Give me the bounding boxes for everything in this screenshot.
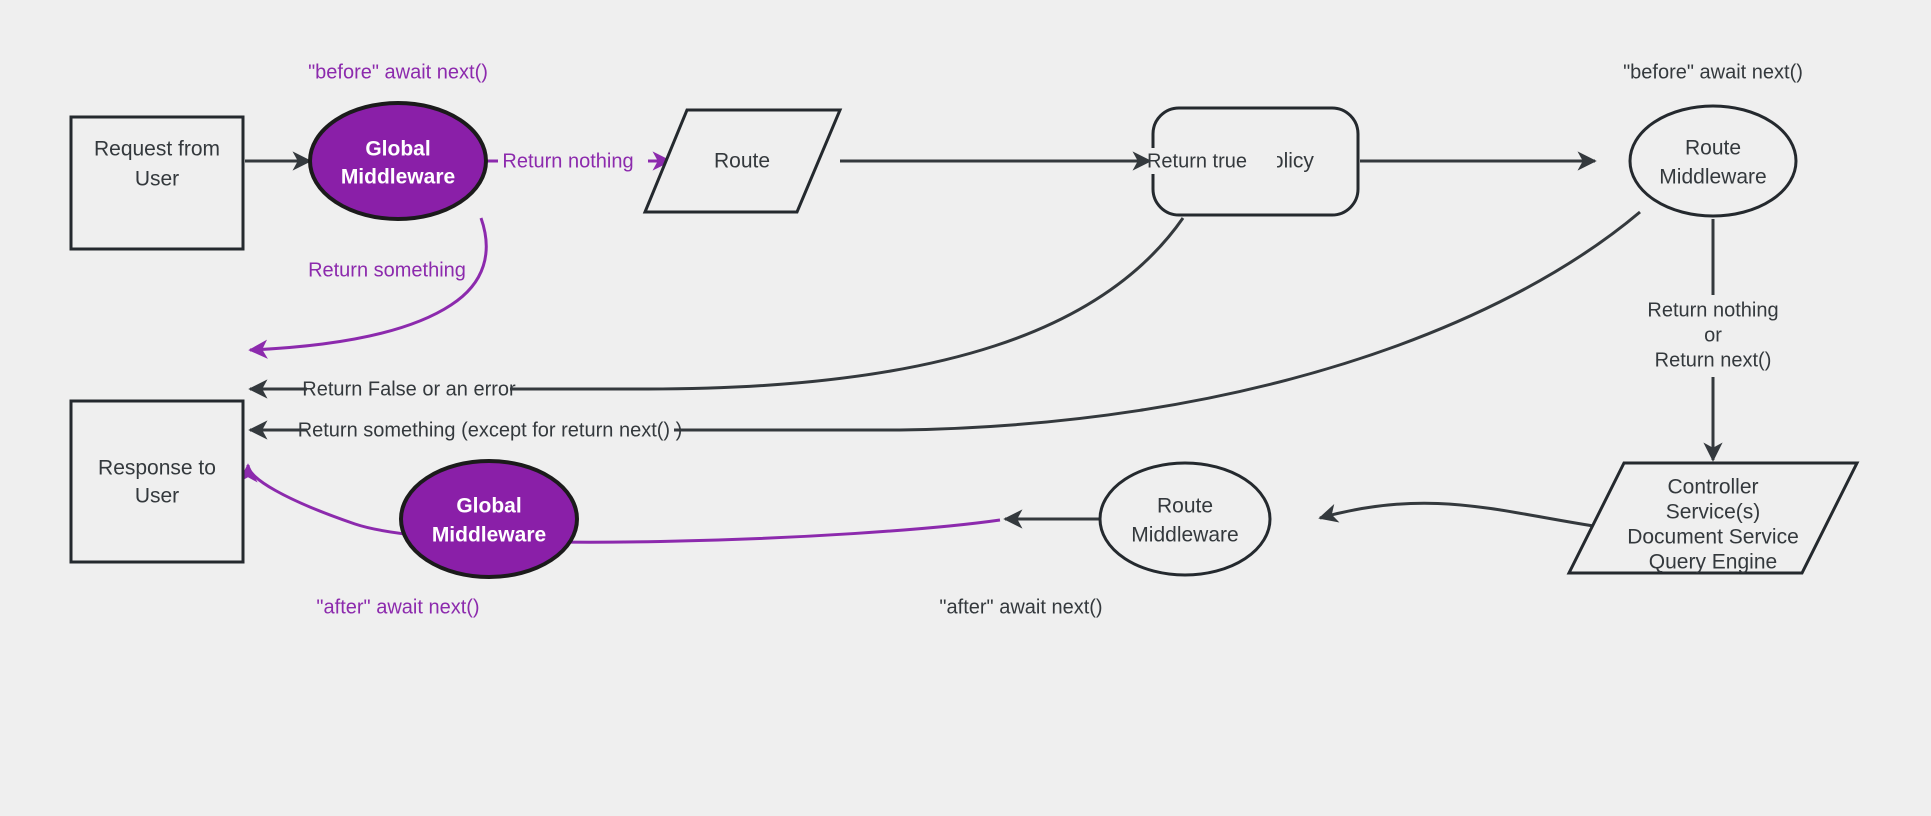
phase-label-after-global: "after" await next() — [316, 596, 479, 618]
return-something-text: Return something — [308, 259, 466, 281]
controller-label-line4: Query Engine — [1649, 551, 1777, 574]
node-route[interactable]: Route — [642, 108, 843, 214]
route-label: Route — [714, 150, 770, 173]
node-request-from-user[interactable]: Request from User — [69, 115, 245, 251]
route-middleware-after-shape — [1098, 461, 1272, 577]
request-box-shape — [69, 115, 245, 251]
node-route-middleware-before[interactable]: Route Middleware — [1628, 104, 1798, 218]
global-middleware-after-label-line1: Global — [456, 495, 521, 518]
edge-label-return-nothing-or-next: Return nothing or Return next() — [1620, 295, 1810, 377]
edge-global-middleware-after-to-response — [238, 463, 1001, 544]
response-label-line1: Response to — [98, 457, 216, 480]
edge-controller-to-route-middleware-after — [1318, 501, 1601, 529]
global-middleware-before-label-line2: Middleware — [341, 166, 455, 189]
request-label-line2: User — [135, 168, 179, 191]
global-middleware-after-shape — [399, 459, 579, 579]
response-box-shape — [69, 399, 245, 564]
request-label-line1: Request from — [94, 138, 220, 161]
node-response-to-user[interactable]: Response to User — [69, 399, 245, 564]
controller-label-line2: Service(s) — [1666, 501, 1761, 524]
return-true-text: Return true — [1147, 150, 1247, 172]
route-middleware-before-label-line1: Route — [1685, 137, 1741, 160]
controller-shape — [1566, 461, 1860, 575]
node-global-middleware-after[interactable]: Global Middleware — [399, 459, 579, 579]
edge-route-policy-to-response — [248, 217, 1185, 399]
edge-label-return-something: Return something — [308, 258, 468, 284]
edge-global-middleware-to-response — [248, 217, 488, 359]
return-something-except-text: Return something (except for return next… — [298, 419, 683, 441]
global-middleware-before-shape — [308, 101, 488, 221]
global-middleware-before-label-line1: Global — [365, 138, 430, 161]
response-label-line2: User — [135, 485, 179, 508]
phase-label-after-route: "after" await next() — [939, 596, 1102, 618]
return-nothing-or-next-line2: or — [1704, 324, 1722, 346]
edge-route-middleware-to-response — [248, 210, 1641, 440]
node-controller-services[interactable]: Controller Service(s) Document Service Q… — [1566, 461, 1860, 575]
return-nothing-or-next-line1: Return nothing — [1647, 299, 1778, 321]
edge-label-return-nothing: Return nothing — [498, 148, 648, 174]
route-middleware-after-label-line1: Route — [1157, 495, 1213, 518]
return-false-or-error-text: Return False or an error — [302, 378, 516, 400]
node-route-middleware-after[interactable]: Route Middleware — [1098, 461, 1272, 577]
edge-label-return-false-or-error: Return False or an error — [302, 377, 516, 403]
node-global-middleware-before[interactable]: Global Middleware — [308, 101, 488, 221]
edge-label-return-true: Return true — [1147, 148, 1277, 174]
edge-label-return-something-except: Return something (except for return next… — [298, 418, 683, 444]
phase-label-before-global: "before" await next() — [308, 61, 488, 83]
controller-label-line1: Controller — [1667, 476, 1758, 499]
controller-label-line3: Document Service — [1627, 526, 1799, 549]
route-shape — [642, 108, 843, 214]
return-nothing-text: Return nothing — [502, 150, 633, 172]
global-middleware-after-label-line2: Middleware — [432, 524, 546, 547]
route-middleware-after-label-line2: Middleware — [1131, 524, 1238, 547]
phase-label-before-route: "before" await next() — [1623, 61, 1803, 83]
return-nothing-or-next-line3: Return next() — [1655, 349, 1772, 371]
route-middleware-before-shape — [1628, 104, 1798, 218]
route-middleware-before-label-line2: Middleware — [1659, 166, 1766, 189]
